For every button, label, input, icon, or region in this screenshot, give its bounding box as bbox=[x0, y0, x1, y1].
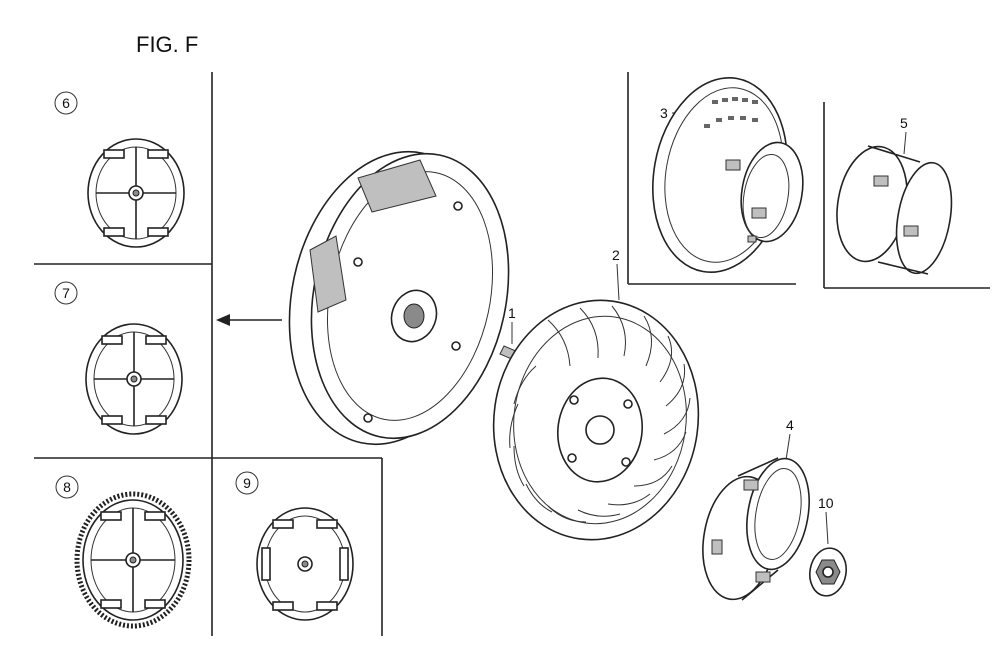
callout-8-circle bbox=[55, 475, 79, 499]
left-panel-grid bbox=[34, 72, 383, 636]
panel-part-5: 5 bbox=[823, 102, 990, 289]
ring-gear-8 bbox=[74, 491, 192, 629]
callout-6: 6 bbox=[62, 95, 70, 111]
callout-8: 8 bbox=[63, 479, 71, 495]
part-4-starter-cup: 4 bbox=[702, 417, 810, 601]
starter-pulley-6 bbox=[87, 138, 185, 248]
callout-2: 2 bbox=[612, 247, 620, 263]
callout-4: 4 bbox=[786, 417, 794, 433]
callout-9-circle bbox=[235, 471, 259, 495]
callout-1: 1 bbox=[508, 305, 516, 321]
panel-part-3: 3 bbox=[627, 72, 804, 285]
panel-6: 6 bbox=[54, 91, 185, 248]
callout-5: 5 bbox=[900, 115, 908, 131]
panel-8: 8 bbox=[55, 475, 192, 629]
figure-title: FIG. F bbox=[136, 32, 198, 57]
starter-pulley-7 bbox=[85, 323, 183, 435]
flywheel-large bbox=[288, 150, 510, 446]
panel-7: 7 bbox=[54, 281, 183, 435]
part-5-cup bbox=[836, 145, 953, 275]
callout-9: 9 bbox=[243, 475, 251, 491]
callout-10: 10 bbox=[818, 495, 834, 511]
callout-6-circle bbox=[54, 91, 78, 115]
panel-9: 9 bbox=[235, 471, 354, 621]
starter-cup-9 bbox=[256, 507, 354, 621]
callout-7: 7 bbox=[62, 285, 70, 301]
part-2-fan-flywheel: 2 bbox=[492, 247, 700, 541]
callout-3: 3 bbox=[660, 105, 668, 121]
direction-arrow bbox=[216, 314, 282, 326]
part-10-nut: 10 bbox=[808, 495, 848, 597]
part-3-starter-pulley-cover bbox=[652, 77, 804, 273]
callout-7-circle bbox=[54, 281, 78, 305]
